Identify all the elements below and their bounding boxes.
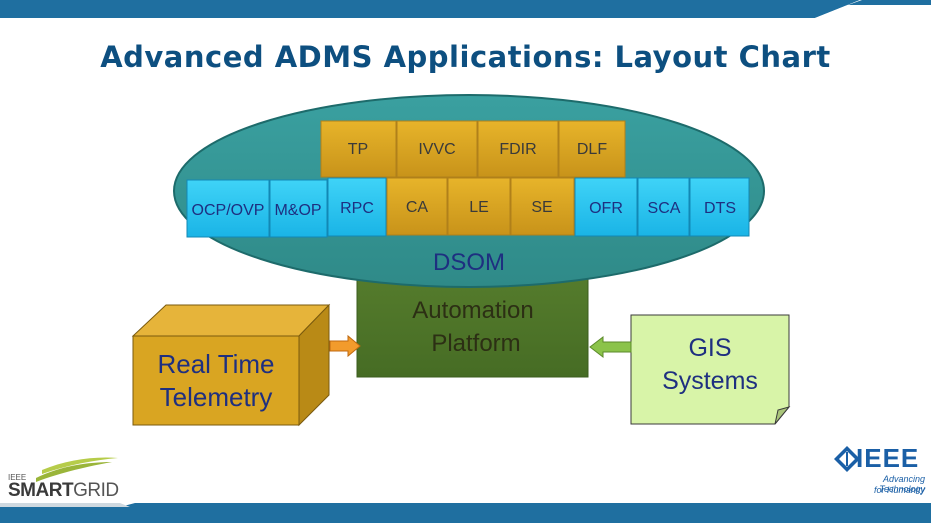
smartgrid-ieee-text: IEEE: [8, 473, 27, 482]
platform-label-line2: Platform: [431, 330, 520, 357]
app-box-se: [510, 177, 575, 236]
app-label-fdir: FDIR: [499, 141, 536, 158]
app-label-se: SE: [531, 199, 552, 216]
app-box-ivvc: [396, 120, 478, 178]
app-label-ivvc: IVVC: [418, 141, 455, 158]
bottom-application-row: OCP/OVP M&OP RPC CA LE SE OFR SCA DTS: [186, 177, 750, 238]
gis-label-line2: Systems: [662, 367, 758, 395]
top-banner: [0, 0, 931, 18]
ieee-tagline-line1: Advancing Technology: [879, 474, 925, 494]
top-application-row: TP IVVC FDIR DLF: [320, 120, 626, 178]
app-box-dts: [689, 177, 750, 237]
app-box-m-op: [269, 179, 328, 238]
app-box-tp: [320, 120, 397, 178]
ieee-diamond-icon: [834, 446, 860, 472]
app-label-le: LE: [469, 199, 489, 216]
ieee-logo-text: IEEE: [856, 443, 920, 473]
app-label-ofr: OFR: [589, 200, 623, 217]
app-box-fdir: [477, 120, 559, 178]
smartgrid-swoosh-icon: [36, 457, 118, 482]
smartgrid-grid-text: GRID: [73, 480, 119, 501]
bottom-banner: [0, 503, 931, 523]
app-label-ocp-ovp: OCP/OVP: [192, 202, 265, 219]
app-box-ofr: [574, 177, 638, 237]
telemetry-label-line2: Telemetry: [160, 382, 273, 412]
app-label-tp: TP: [348, 141, 368, 158]
dsom-label: DSOM: [433, 249, 505, 276]
app-label-m-op: M&OP: [274, 202, 321, 219]
app-box-dlf: [558, 120, 626, 178]
platform-label-line1: Automation: [412, 297, 533, 324]
telemetry-cube: [131, 303, 331, 427]
app-box-sca: [637, 177, 690, 237]
gis-label-line1: GIS: [688, 334, 731, 362]
app-box-le: [447, 177, 511, 236]
app-label-rpc: RPC: [340, 200, 374, 217]
app-box-ca: [386, 177, 448, 236]
smartgrid-logo-text: SMARTGRID: [8, 480, 119, 502]
arrow-telemetry-to-platform: [329, 334, 361, 358]
telemetry-label-line1: Real Time: [157, 349, 274, 379]
app-box-ocp-ovp: [186, 179, 270, 238]
app-label-dts: DTS: [704, 200, 736, 217]
app-label-ca: CA: [406, 199, 429, 216]
ieee-tagline-line2: for Humanity: [873, 485, 925, 495]
app-label-dlf: DLF: [577, 141, 607, 158]
page-title: Advanced ADMS Applications: Layout Chart: [100, 40, 831, 74]
gis-note: [630, 314, 791, 425]
arrow-gis-to-platform: [589, 335, 632, 359]
app-label-sca: SCA: [648, 200, 681, 217]
app-box-rpc: [327, 177, 387, 237]
smartgrid-smart-text: SMART: [8, 480, 74, 501]
